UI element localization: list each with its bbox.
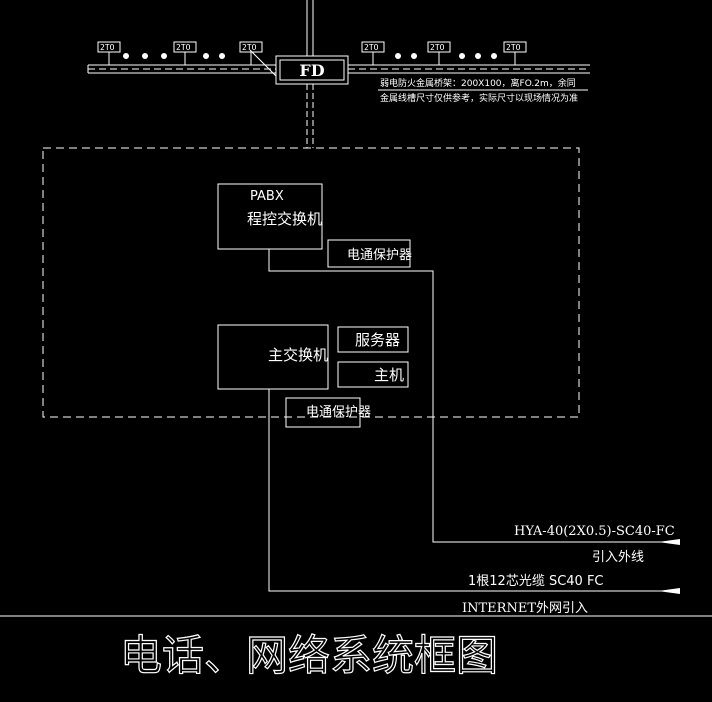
protector-bottom-box: 电通保护器 <box>285 397 371 428</box>
main-switch-box: 主交换机 <box>217 324 329 390</box>
outlet-label: 2TO <box>430 43 445 52</box>
pabx-label-cn: 程控交换机 <box>247 210 322 228</box>
riser-lower <box>306 84 314 148</box>
tray-note: 弱电防火金属桥架：200X100，离FO.2m，余同 金属线槽尺寸仅供参考，实际… <box>378 77 588 104</box>
server-label: 服务器 <box>355 331 400 349</box>
protector-top-label: 电通保护器 <box>347 248 412 263</box>
server-box: 服务器 <box>337 326 409 353</box>
outlet-label: 2TO <box>100 43 115 52</box>
pabx-label: PABX <box>250 189 284 204</box>
outlet-label: 2TO <box>506 43 521 52</box>
diagram-title: 电话、网络系统框图 <box>120 631 498 680</box>
cable-top-desc: 引入外线 <box>592 550 644 565</box>
outlet-label: 2TO <box>242 43 257 52</box>
outlet-label: 2TO <box>364 43 379 52</box>
cable-top-spec: HYA-40(2X0.5)-SC40-FC <box>514 524 675 539</box>
connection-lines <box>268 249 680 592</box>
cable-labels: HYA-40(2X0.5)-SC40-FC 引入外线 1根12芯光缆 SC40 … <box>462 524 675 616</box>
riser-upper <box>306 0 314 56</box>
outlets-right-labels: 2TO 2TO 2TO <box>364 43 521 52</box>
protector-bottom-label: 电通保护器 <box>306 405 371 420</box>
outlet-label: 2TO <box>176 43 191 52</box>
cable-tray <box>87 64 590 74</box>
outlets-left-labels: 2TO 2TO 2TO <box>100 43 257 52</box>
host-box: 主机 <box>337 361 409 388</box>
cable-bottom-desc: INTERNET外网引入 <box>462 601 588 616</box>
fd-box: FD <box>275 55 349 85</box>
pabx-box: PABX 程控交换机 <box>217 183 323 250</box>
main-switch-label: 主交换机 <box>268 346 328 364</box>
equipment-room-boundary <box>42 147 580 418</box>
outlets-right <box>361 41 527 65</box>
protector-top-box: 电通保护器 <box>327 239 412 268</box>
tray-note-line1: 弱电防火金属桥架：200X100，离FO.2m，余同 <box>380 77 576 89</box>
tray-dots <box>123 53 497 59</box>
fd-label: FD <box>299 61 324 80</box>
cable-bottom-spec: 1根12芯光缆 SC40 FC <box>468 573 604 589</box>
arrowheads <box>658 539 680 594</box>
outlets-left <box>97 41 263 65</box>
host-label: 主机 <box>374 366 404 384</box>
tray-note-leader <box>249 49 279 79</box>
tray-note-line2: 金属线槽尺寸仅供参考，实际尺寸以现场情况为准 <box>380 92 578 104</box>
